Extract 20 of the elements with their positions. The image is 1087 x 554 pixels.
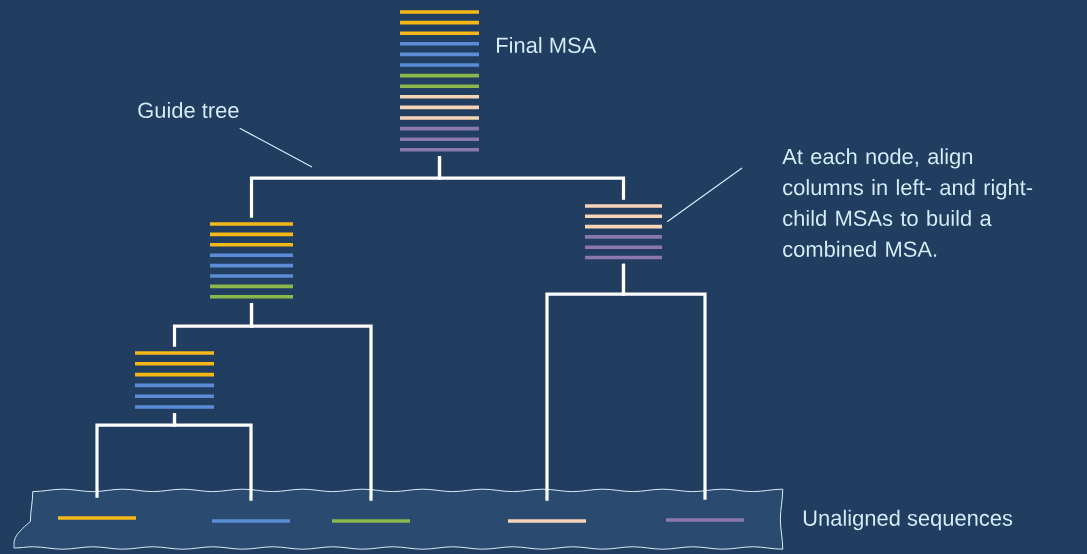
tree-branch (621, 263, 707, 500)
sequence-line (332, 519, 410, 523)
node-label: Final MSA (497, 36, 597, 54)
sequence-line (58, 516, 136, 520)
tree-branch (437, 156, 626, 200)
sequence-line (212, 519, 290, 523)
alignment-drawing (210, 222, 293, 299)
sequence-line (508, 519, 586, 523)
tree-branch (172, 413, 253, 501)
leader-line (666, 167, 743, 223)
sequence-line (666, 518, 744, 522)
alignment-drawing (585, 204, 662, 260)
note-text: At each node, align columns in left- and right-child MSAs to build a combined MSA. (782, 148, 1033, 257)
note-text: Guide tree (138, 101, 239, 119)
tree-branch (249, 303, 373, 501)
alignment-drawing (400, 10, 479, 152)
node-label: Unaligned sequences (803, 509, 1013, 531)
leader-line (239, 127, 313, 168)
sequence-band (13, 488, 784, 550)
alignment-drawing (135, 351, 214, 409)
